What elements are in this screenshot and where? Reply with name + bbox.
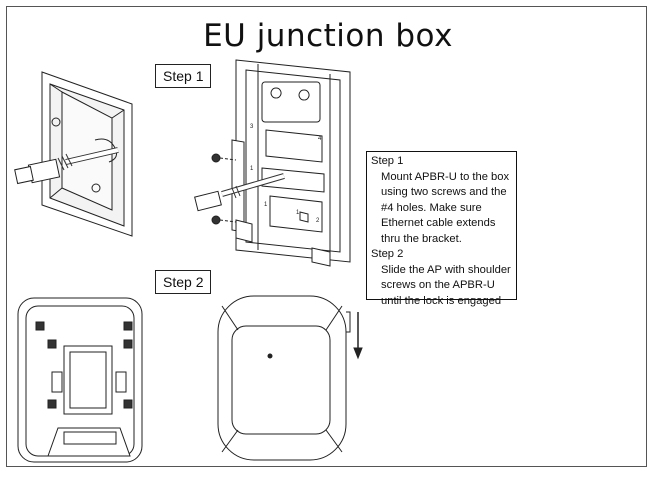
instructions-step2-heading: Step 2: [371, 248, 404, 260]
instructions-box: Step 1 Mount APBR-U to the box using two…: [366, 151, 517, 307]
ap-front-illustration: [217, 295, 351, 461]
step2-label: Step 2: [155, 270, 212, 294]
bracket-hole-number: 1: [264, 202, 268, 208]
step1-label: Step 1: [155, 64, 212, 88]
instructions-step1-heading: Step 1: [371, 155, 404, 167]
down-arrow-icon: [353, 312, 363, 360]
diagram-frame: [6, 6, 647, 467]
bracket-hole-number: 4: [318, 136, 322, 142]
bracket-illustration: 3 4 1 1 1 2: [194, 59, 351, 267]
bracket-hole-number: 3: [250, 124, 254, 130]
screw-icon: [211, 215, 237, 225]
ap-back-illustration: [17, 297, 143, 463]
instructions-step2-text: Slide the AP with shoulder screws on the…: [381, 263, 511, 307]
junction-box-illustration: [14, 71, 133, 237]
bracket-hole-number: 1: [296, 210, 300, 216]
bracket-hole-number: 1: [250, 166, 254, 172]
page-title: EU junction box: [203, 18, 453, 54]
instructions-step1-text: Mount APBR-U to the box using two screws…: [381, 170, 510, 245]
bracket-hole-number: 2: [316, 218, 320, 224]
screw-icon: [211, 153, 237, 163]
